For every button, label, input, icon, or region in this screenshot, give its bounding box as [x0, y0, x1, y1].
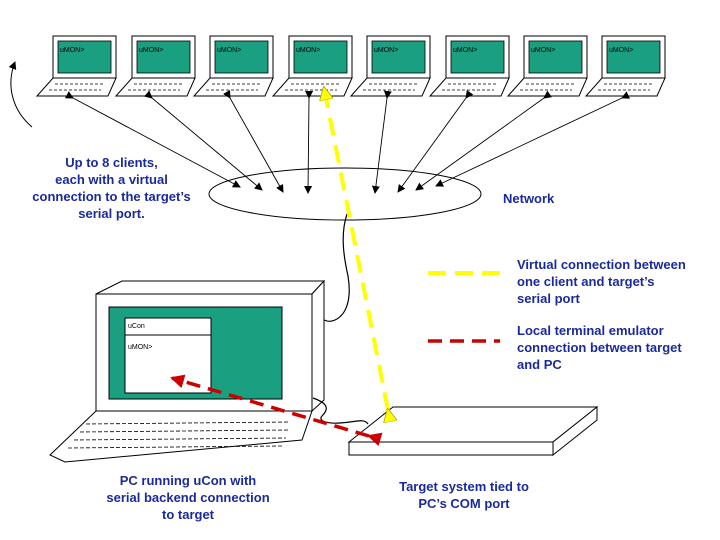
- client-prompt: uMON>: [296, 47, 320, 54]
- client-prompt: uMON>: [139, 47, 163, 54]
- client-laptop: uMON>: [35, 35, 117, 97]
- pc-computer: uCon uMON>: [49, 279, 326, 463]
- legend-virtual-label: Virtual connection between one client an…: [517, 257, 686, 306]
- curved-arrow-icon: [8, 61, 33, 128]
- client-laptop: uMON>: [584, 35, 666, 97]
- virtual-connection-line: [324, 88, 388, 410]
- serial-cable: [312, 397, 369, 425]
- network-ellipse: [208, 167, 482, 221]
- pc-keyboard: [49, 410, 313, 463]
- network-arrow: [223, 89, 284, 193]
- client-laptop: uMON>: [349, 35, 431, 97]
- ucon-window-prompt: uMON>: [128, 344, 152, 351]
- client-laptop: uMON>: [114, 35, 196, 97]
- ucon-window-title: uCon: [128, 323, 145, 330]
- target-label: Target system tied to PC’s COM port: [399, 479, 529, 511]
- local-connection-line: [170, 374, 383, 447]
- client-prompt: uMON>: [531, 47, 555, 54]
- client-laptop: uMON>: [271, 35, 353, 97]
- client-prompt: uMON>: [217, 47, 241, 54]
- network-arrow: [304, 90, 314, 194]
- client-prompt: uMON>: [60, 47, 84, 54]
- client-laptop: uMON>: [506, 35, 588, 97]
- legend-local-label: Local terminal emulator connection betwe…: [517, 323, 682, 372]
- network-arrow: [435, 91, 631, 187]
- client-prompt: uMON>: [609, 47, 633, 54]
- client-prompt: uMON>: [453, 47, 477, 54]
- client-laptops: uMON> uMON> uMON> uMON> uMON> uMON> uMON> uMON>: [35, 35, 666, 97]
- client-laptop: uMON>: [428, 35, 510, 97]
- client-prompt: uMON>: [374, 47, 398, 54]
- client-laptop: uMON>: [192, 35, 274, 97]
- clients-label: Up to 8 clients, each with a virtual con…: [32, 155, 191, 221]
- network-label: Network: [503, 191, 555, 206]
- target-system: [347, 405, 599, 457]
- pc-label: PC running uCon with serial backend conn…: [106, 473, 270, 522]
